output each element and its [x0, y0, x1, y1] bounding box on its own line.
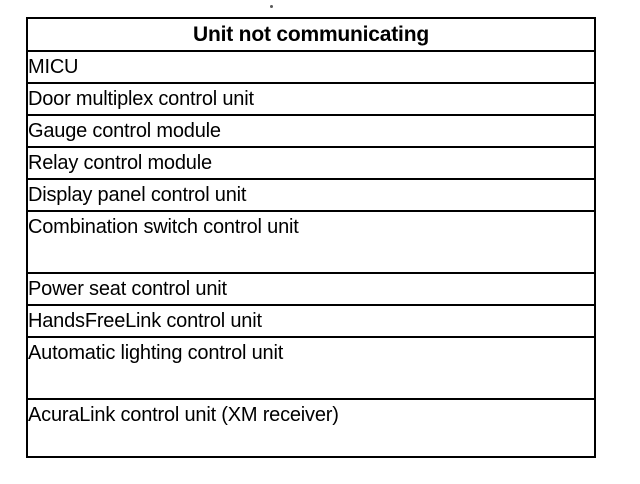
table-cell-unit: Combination switch control unit: [27, 211, 595, 274]
table-cell-unit: Gauge control module: [27, 115, 595, 148]
table-cell-unit: Relay control module: [27, 147, 595, 180]
table-header-row: Unit not communicating: [27, 18, 595, 52]
unit-label: Power seat control unit: [28, 278, 227, 300]
unit-not-communicating-table: Unit not communicating MICU Door multipl…: [26, 17, 596, 458]
table-cell-unit: MICU: [27, 51, 595, 84]
table-row: Relay control module: [27, 147, 595, 180]
unit-label: Relay control module: [28, 152, 212, 174]
unit-label: Combination switch control unit: [28, 216, 299, 238]
table-cell-unit: HandsFreeLink control unit: [27, 305, 595, 338]
table-row: Automatic lighting control unit: [27, 337, 595, 400]
unit-label: AcuraLink control unit (XM receiver): [28, 404, 339, 426]
table-row: Display panel control unit: [27, 179, 595, 212]
table-row: Combination switch control unit: [27, 211, 595, 274]
table-cell-unit: AcuraLink control unit (XM receiver): [27, 399, 595, 457]
table-cell-unit: Power seat control unit: [27, 273, 595, 306]
table-row: Power seat control unit: [27, 273, 595, 306]
unit-label: MICU: [28, 56, 79, 78]
table-header-cell: Unit not communicating: [27, 18, 595, 52]
scan-speck-artifact: [270, 5, 273, 8]
unit-label: Display panel control unit: [28, 184, 247, 206]
table-cell-unit: Automatic lighting control unit: [27, 337, 595, 400]
table-row: Door multiplex control unit: [27, 83, 595, 116]
table-row: MICU: [27, 51, 595, 84]
table-cell-unit: Display panel control unit: [27, 179, 595, 212]
table-row: HandsFreeLink control unit: [27, 305, 595, 338]
unit-label: Door multiplex control unit: [28, 88, 254, 110]
table-row: AcuraLink control unit (XM receiver): [27, 399, 595, 457]
unit-label: Gauge control module: [28, 120, 221, 142]
unit-label: HandsFreeLink control unit: [28, 310, 262, 332]
unit-label: Automatic lighting control unit: [28, 342, 284, 364]
table-header: Unit not communicating: [27, 18, 595, 52]
table-row: Gauge control module: [27, 115, 595, 148]
table-body: MICU Door multiplex control unit Gauge c…: [27, 51, 595, 457]
table-cell-unit: Door multiplex control unit: [27, 83, 595, 116]
